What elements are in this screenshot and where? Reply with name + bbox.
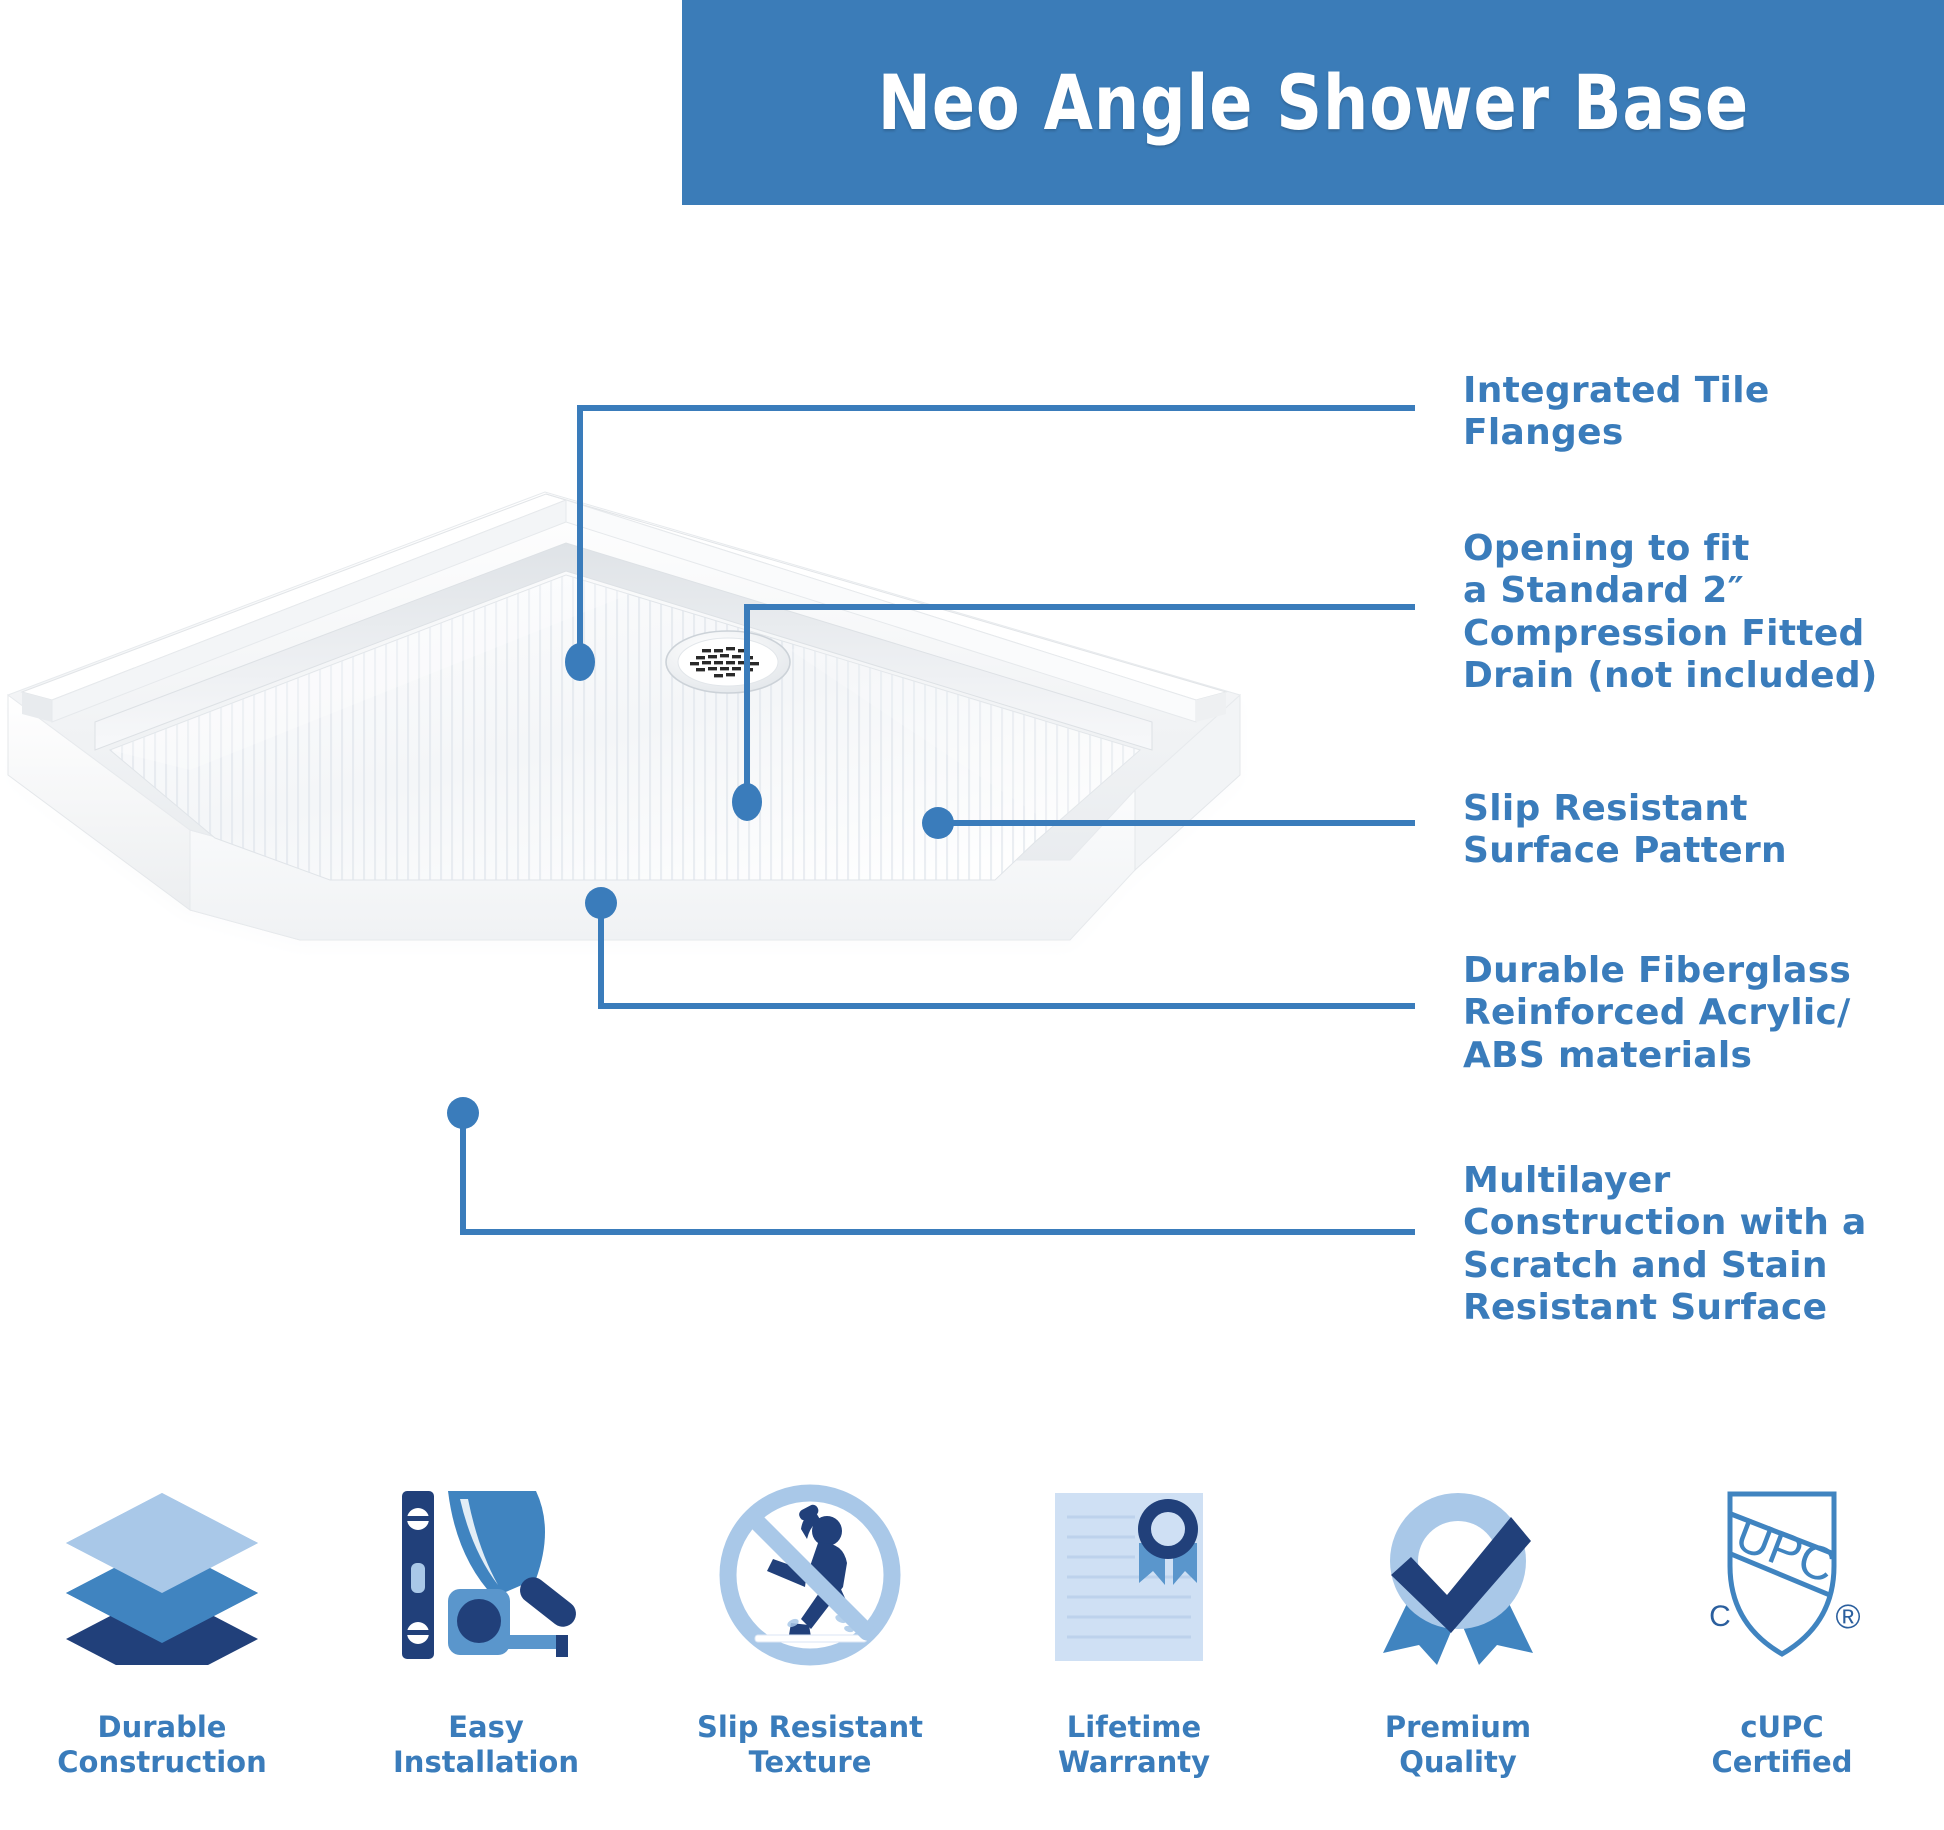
feature-label: Easy Installation [393, 1710, 579, 1781]
neo-angle-shower-base-illustration [6, 491, 1241, 941]
callout-integrated-tile-flanges: Integrated Tile Flanges [1463, 370, 1933, 455]
feature-label-line: Construction [57, 1745, 267, 1780]
feature-label: Lifetime Warranty [1058, 1710, 1210, 1781]
callout-line: Slip Resistant [1463, 788, 1748, 829]
feature-durable-construction: Durable Construction [0, 1480, 324, 1781]
feature-label-line: Lifetime [1066, 1710, 1202, 1744]
drain-grate [665, 630, 791, 694]
feature-label: cUPC Certified [1712, 1710, 1853, 1781]
product-image [0, 230, 1460, 1260]
feature-label: Premium Quality [1385, 1710, 1531, 1781]
callout-line: a Standard 2″ [1463, 570, 1745, 612]
callout-durable-materials: Durable Fiberglass Reinforced Acrylic/ A… [1463, 950, 1933, 1077]
callout-line: Reinforced Acrylic/ [1463, 992, 1851, 1034]
callout-line: Scratch and Stain [1463, 1244, 1828, 1286]
callout-line: Compression Fitted [1463, 612, 1865, 654]
upc-shield-icon: UPC C ® [1682, 1480, 1882, 1670]
feature-label-line: cUPC [1740, 1710, 1824, 1744]
callout-slip-resistant-surface: Slip Resistant Surface Pattern [1463, 788, 1933, 873]
callout-line: Multilayer [1463, 1160, 1671, 1201]
upc-shield-registered: ® [1835, 1598, 1860, 1636]
feature-label-line: Slip Resistant [696, 1710, 924, 1744]
callout-line: Resistant Surface [1463, 1287, 1828, 1329]
callout-drain-opening: Opening to fit a Standard 2″ Compression… [1463, 528, 1933, 698]
feature-label-line: Texture [748, 1745, 872, 1780]
feature-label-line: Durable [97, 1710, 227, 1744]
callout-line: Flanges [1463, 412, 1624, 454]
feature-easy-installation: Easy Installation [324, 1480, 648, 1781]
upc-shield-text: UPC [1729, 1508, 1843, 1594]
feature-label-line: Premium [1384, 1710, 1532, 1744]
callout-line: Surface Pattern [1463, 830, 1787, 872]
check-ribbon-icon [1363, 1480, 1553, 1670]
level-trowel-icon [386, 1480, 586, 1670]
feature-label-line: Quality [1399, 1745, 1517, 1780]
callout-line: Integrated Tile [1463, 370, 1770, 411]
callout-line: Durable Fiberglass [1463, 950, 1852, 991]
feature-premium-quality: Premium Quality [1296, 1480, 1620, 1781]
page-title: Neo Angle Shower Base [877, 58, 1749, 147]
callout-line: ABS materials [1463, 1034, 1753, 1076]
feature-label-line: Certified [1711, 1745, 1853, 1780]
feature-label-line: Warranty [1057, 1745, 1211, 1780]
no-slip-icon [715, 1480, 905, 1670]
layers-icon [62, 1480, 262, 1670]
feature-slip-resistant: Slip Resistant Texture [648, 1480, 972, 1781]
feature-lifetime-warranty: Lifetime Warranty [972, 1480, 1296, 1781]
feature-label: Slip Resistant Texture [697, 1710, 923, 1781]
certificate-icon [1039, 1480, 1229, 1670]
feature-cupc-certified: UPC C ® cUPC Certified [1620, 1480, 1944, 1781]
callout-line: Drain (not included) [1463, 655, 1878, 697]
callout-line: Opening to fit [1463, 528, 1750, 569]
callout-line: Construction with a [1463, 1202, 1867, 1244]
feature-label-line: Easy [448, 1710, 524, 1744]
callout-multilayer-construction: Multilayer Construction with a Scratch a… [1463, 1160, 1933, 1330]
upc-shield-c: C [1709, 1600, 1731, 1633]
feature-label-line: Installation [393, 1745, 579, 1780]
feature-label: Durable Construction [57, 1710, 267, 1781]
header-banner: Neo Angle Shower Base [682, 0, 1944, 205]
feature-row: Durable Construction [0, 1480, 1944, 1830]
